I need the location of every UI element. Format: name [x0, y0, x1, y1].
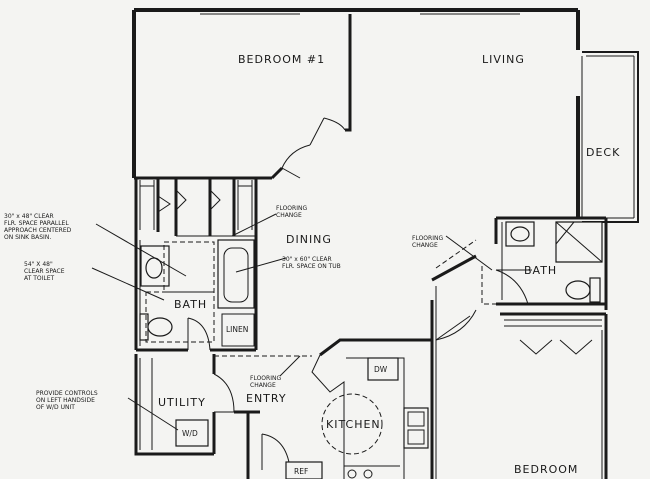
- svg-text:CHANGE: CHANGE: [250, 382, 276, 389]
- room-label-living: LIVING: [482, 53, 525, 66]
- note-toilet-clearance: 54" X 48" CLEAR SPACE AT TOILET: [24, 261, 65, 282]
- room-label-entry: ENTRY: [246, 392, 287, 405]
- room-label-bath-right: BATH: [524, 264, 557, 277]
- svg-text:CLEAR SPACE: CLEAR SPACE: [24, 268, 65, 275]
- note-wd-controls: PROVIDE CONTROLS ON LEFT HANDSIDE OF W/D…: [36, 390, 98, 411]
- svg-text:OF W/D UNIT: OF W/D UNIT: [36, 404, 75, 411]
- svg-text:CHANGE: CHANGE: [276, 212, 302, 219]
- svg-text:FLR. SPACE ON TUB: FLR. SPACE ON TUB: [282, 263, 341, 270]
- svg-text:30" x 48" CLEAR: 30" x 48" CLEAR: [4, 213, 54, 220]
- room-label-utility: UTILITY: [158, 396, 206, 409]
- note-sink-clearance: 30" x 48" CLEAR FLR. SPACE PARALLEL APPR…: [4, 213, 72, 241]
- note-flooring-change-top: FLOORING CHANGE: [276, 205, 307, 219]
- room-label-linen: LINEN: [226, 325, 248, 334]
- svg-text:APPROACH CENTERED: APPROACH CENTERED: [4, 227, 72, 234]
- room-label-dining: DINING: [286, 233, 332, 246]
- svg-text:FLOORING: FLOORING: [250, 375, 281, 382]
- room-label-wd: W/D: [182, 429, 198, 438]
- deck: [581, 51, 639, 223]
- room-label-deck: DECK: [586, 146, 620, 159]
- bedroom1-door: [281, 117, 346, 179]
- room-label-bedroom1: BEDROOM #1: [238, 53, 325, 66]
- svg-text:ON SINK BASIN.: ON SINK BASIN.: [4, 234, 51, 241]
- bath-right: [481, 216, 608, 310]
- room-label-bedroom2: BEDROOM: [514, 463, 578, 476]
- svg-text:FLOORING: FLOORING: [412, 235, 443, 242]
- note-tub-clearance: 30" x 60" CLEAR FLR. SPACE ON TUB: [282, 256, 341, 270]
- svg-text:FLOORING: FLOORING: [276, 205, 307, 212]
- note-flooring-change-right: FLOORING CHANGE: [412, 235, 443, 249]
- exterior-walls: [132, 8, 583, 218]
- room-label-bath-left: BATH: [174, 298, 207, 311]
- svg-text:PROVIDE CONTROLS: PROVIDE CONTROLS: [36, 390, 98, 397]
- bedroom2: [430, 254, 608, 479]
- svg-text:54" X 48": 54" X 48": [24, 261, 53, 268]
- svg-text:30" x 60" CLEAR: 30" x 60" CLEAR: [282, 256, 332, 263]
- svg-text:CHANGE: CHANGE: [412, 242, 438, 249]
- entry: [234, 410, 323, 479]
- flooring-lines: [210, 235, 477, 357]
- room-label-ref: REF: [294, 467, 308, 476]
- kitchen: [311, 338, 434, 479]
- room-label-kitchen: KITCHEN: [326, 418, 381, 431]
- room-label-dw: DW: [374, 365, 388, 374]
- svg-text:ON LEFT HANDSIDE: ON LEFT HANDSIDE: [36, 397, 95, 404]
- utility-room: [134, 354, 235, 456]
- closets-left: [134, 178, 258, 237]
- leader-lines: [91, 213, 493, 431]
- svg-text:FLR. SPACE PARALLEL: FLR. SPACE PARALLEL: [4, 220, 69, 227]
- svg-text:AT TOILET: AT TOILET: [24, 275, 55, 282]
- note-flooring-change-entry: FLOORING CHANGE: [250, 375, 281, 389]
